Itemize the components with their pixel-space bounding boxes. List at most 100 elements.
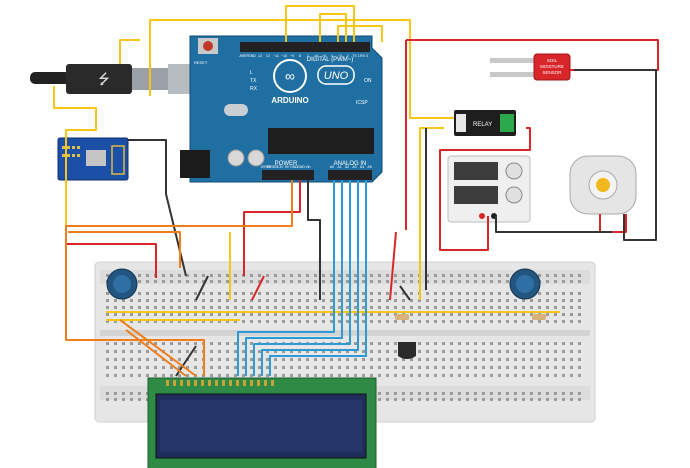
usb-cable: ⭍ [30,64,200,94]
pin-label: ~3 [338,54,342,58]
power-header [262,170,314,180]
pin-label: 13 [258,54,262,58]
wire [195,275,209,301]
soil-label-1: SOIL [547,58,558,63]
led-tx-label: TX [250,78,257,84]
pin-label: ~6 [314,54,318,58]
resistor-1 [395,314,409,320]
relay-module: RELAY [454,110,516,136]
reset-button [203,41,213,51]
pin-label: A3 [352,165,356,169]
pin-label: Vin [306,165,311,169]
wire [65,180,293,376]
power-supply [447,155,531,223]
pin-label: TX 1 [352,54,359,58]
led-rx-label: RX [250,86,258,92]
wire [245,180,343,376]
pin-label: IOREF [261,165,272,169]
wire [269,180,367,376]
wire [337,25,383,42]
on-label: ON [364,78,372,84]
reset-label: RESET [194,60,208,65]
lcd-pins [166,380,274,386]
wire [285,5,355,42]
potentiometer-right [509,268,541,300]
wire [53,86,97,244]
pin-label: A1 [337,165,341,169]
pin-label: 7 [307,54,309,58]
wire [261,180,359,376]
logo-infinity-icon: ∞ [285,68,295,84]
pin-label: 12 [266,54,270,58]
relay-label: RELAY [473,122,492,128]
pin-label: A4 [360,165,364,169]
analog-header [328,170,372,180]
wire [237,180,335,376]
soil-moisture-sensor: SOIL MOISTURE SENSOR [490,53,571,81]
pin-label: GND [290,165,298,169]
wire [253,180,351,376]
wire [149,19,262,96]
digital-header [240,42,370,52]
pin-label: GND [297,165,305,169]
wire [399,285,411,301]
lcd-display [147,377,377,468]
pin-label: 8 [299,54,301,58]
esp-pins [62,146,80,157]
soil-label-2: MOISTURE [540,64,564,69]
power-jack [180,150,210,178]
pin-label: AREF [239,54,248,58]
transistor [398,342,416,359]
arduino-logo [273,59,307,93]
brand-label: ARDUINO [271,96,308,105]
wire [125,329,187,377]
digital-header-label: DIGITAL (PWM~) [307,57,354,63]
pin-label: A5 [367,165,371,169]
wire [599,214,627,233]
wire [68,231,181,268]
pin-label: RX 0 [360,54,368,58]
atmega-chip [268,128,374,154]
pin-label: 3.3V [276,165,284,169]
power-label: POWER [275,161,298,167]
pin-label: ~10 [281,54,287,58]
wire [495,216,612,233]
wire [307,180,321,300]
wire [251,275,265,301]
pin-label: 5V [285,165,290,169]
pin-label: ~11 [273,54,279,58]
pin-label: RESET [267,165,280,169]
wire [119,39,140,64]
pin-label: ~5 [322,54,326,58]
usb-icon: ⭍ [98,71,110,87]
resistor-2 [532,314,546,320]
pin-label: 4 [331,54,333,58]
pin-label: A2 [345,165,349,169]
wire [262,19,454,119]
model-label: UNO [324,70,349,82]
wire [66,243,157,278]
soil-label-3: SENSOR [542,70,562,75]
motor-shaft-icon [596,178,610,192]
icsp-label: ICSP [356,100,368,106]
wire [439,127,531,251]
analog-label: ANALOG IN [334,161,367,167]
wires [53,5,659,377]
led-l-label: L [250,70,253,76]
esp8266-wifi-module [57,137,129,181]
wire [389,231,397,301]
pin-label: ~9 [290,54,294,58]
potentiometer-left [106,268,138,300]
pin-label: A0 [330,165,334,169]
wire [406,39,659,71]
wire [243,180,301,276]
wire [119,319,197,377]
wire [574,69,657,241]
pin-label: GND [248,54,256,58]
wire [128,139,187,277]
wire [419,127,444,300]
pin-label: 2 [347,54,349,58]
